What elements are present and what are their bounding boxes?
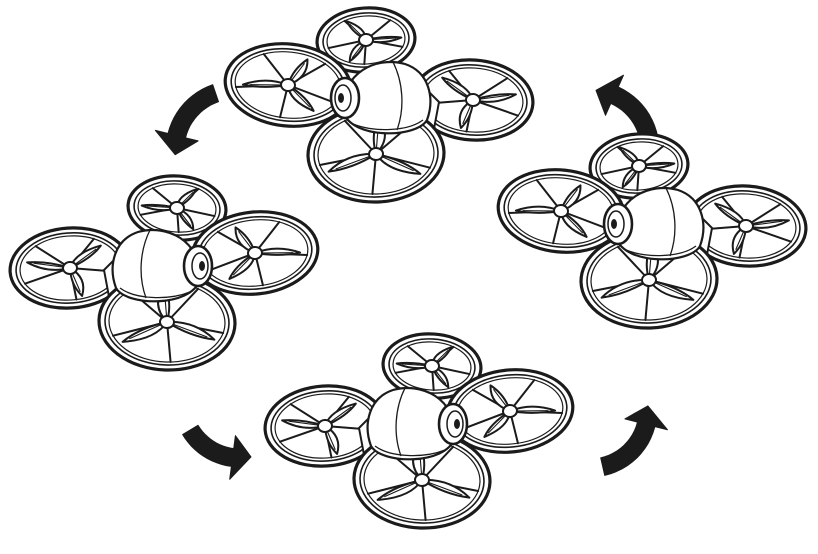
- rotor-guard: [8, 226, 132, 310]
- rotor-guard: [263, 384, 387, 468]
- camera-lens: [329, 76, 361, 120]
- rotation-arrow: [154, 84, 219, 156]
- arrow-shape: [595, 74, 660, 146]
- drone-bottom: [263, 332, 575, 530]
- rotation-arrow: [595, 74, 660, 146]
- camera-dome: [614, 186, 705, 261]
- arrow-shape: [182, 424, 252, 480]
- propeller-blades: [714, 202, 790, 255]
- drone-top: [223, 6, 535, 204]
- rotor-guard: [588, 132, 690, 200]
- rotor-guard: [381, 332, 483, 400]
- camera-lens: [182, 244, 214, 288]
- camera-dome: [366, 386, 457, 461]
- propeller-blades: [281, 402, 357, 455]
- drone-right: [496, 132, 808, 330]
- propeller-blades: [376, 441, 471, 501]
- rotor-guard: [190, 210, 320, 296]
- camera-dome: [111, 228, 202, 303]
- drone-left: [8, 174, 320, 372]
- camera-lens: [437, 402, 469, 446]
- camera-lens: [602, 202, 634, 246]
- camera-dome: [341, 60, 432, 135]
- arrow-shape: [154, 84, 219, 156]
- rotation-arrow: [600, 405, 668, 476]
- propeller-blades: [26, 244, 102, 297]
- propeller-blades: [483, 384, 557, 438]
- arrow-shape: [600, 405, 668, 476]
- rotor-guard: [315, 6, 417, 74]
- rotation-arrow: [182, 424, 252, 480]
- propeller-blades: [441, 76, 517, 129]
- rotor-guard: [411, 58, 535, 142]
- propeller-blades: [514, 184, 588, 238]
